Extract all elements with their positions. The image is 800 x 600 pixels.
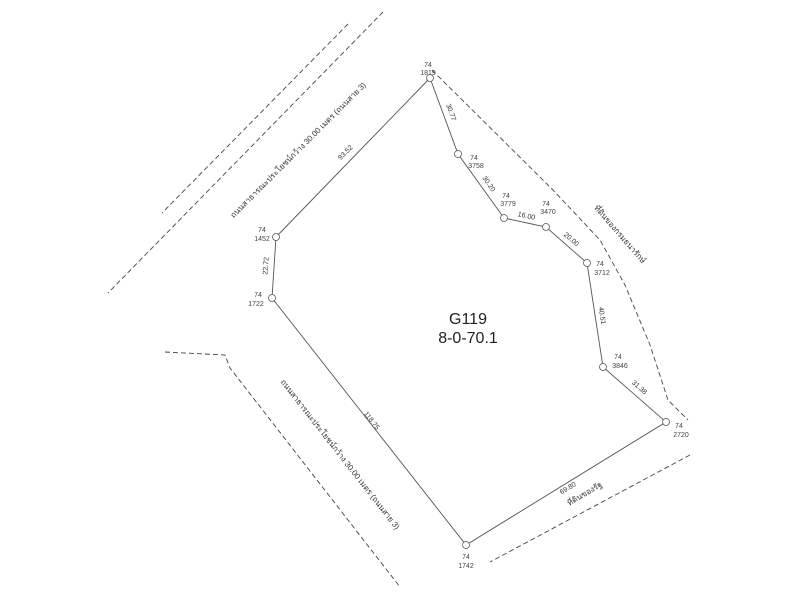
road-label-ne: ที่ดินของกรมธนารักษ์ [592, 202, 649, 265]
distance-20-00: 20.00 [562, 231, 580, 248]
marker-3758[interactable] [454, 150, 462, 158]
road-se-edge [489, 454, 691, 563]
corner-markers [268, 74, 670, 549]
point-code-1819: 74 [424, 62, 432, 69]
point-code-3846: 74 [614, 354, 622, 361]
point-code-3779: 74 [502, 193, 510, 200]
marker-1452[interactable] [272, 233, 280, 241]
point-code-3712: 74 [596, 261, 604, 268]
road-sw-edge-outer [164, 351, 401, 588]
marker-3846[interactable] [599, 363, 607, 371]
point-num-3712: 3712 [594, 270, 610, 277]
point-code-1452: 74 [258, 227, 266, 234]
distance-31-38: 31.38 [630, 379, 648, 396]
distance-labels: 30.77 30.20 16.00 20.00 40.51 31.38 69.8… [262, 103, 648, 496]
marker-1819[interactable] [426, 74, 434, 82]
marker-2720[interactable] [662, 418, 670, 426]
parcel-id: G119 [449, 311, 487, 328]
marker-3779[interactable] [500, 214, 508, 222]
distance-30-77: 30.77 [444, 103, 457, 122]
distance-118-75: 118.75 [362, 411, 380, 432]
point-code-2720: 74 [675, 423, 683, 430]
point-code-1742: 74 [462, 554, 470, 561]
distance-30-20: 30.20 [480, 175, 496, 193]
point-num-1742: 1742 [458, 563, 474, 570]
parcel-title: G119 8-0-70.1 [438, 311, 498, 347]
point-code-3470: 74 [542, 201, 550, 208]
point-num-1722: 1722 [248, 301, 264, 308]
road-nw-edge-outer [107, 11, 384, 294]
road-labels: ถนนสาธารณะประโยชน์กว้าง 30.00 เมตร (ถนนส… [228, 80, 649, 532]
distance-40-51: 40.51 [597, 307, 607, 326]
marker-3712[interactable] [583, 259, 591, 267]
road-boundaries [107, 11, 691, 588]
road-label-sw: ถนนสาธารณะประโยชน์กว้าง 30.00 เมตร (ถนนส… [279, 377, 403, 531]
marker-3470[interactable] [542, 223, 550, 231]
point-num-1452: 1452 [254, 236, 270, 243]
distance-22-72: 22.72 [262, 257, 270, 275]
point-labels: 74 1819 74 3758 74 3779 74 3470 74 3712 … [248, 62, 689, 570]
adjacent-ne-edge [431, 69, 689, 421]
point-num-3846: 3846 [612, 363, 628, 370]
point-num-3470: 3470 [540, 209, 556, 216]
marker-1722[interactable] [268, 294, 276, 302]
point-num-3779: 3779 [500, 201, 516, 208]
point-num-2720: 2720 [673, 432, 689, 439]
point-code-3758: 74 [470, 155, 478, 162]
road-nw-edge-inner [161, 23, 349, 214]
point-num-3758: 3758 [468, 163, 484, 170]
point-num-1819: 1819 [420, 70, 436, 77]
parcel-area: 8-0-70.1 [438, 330, 498, 347]
distance-16-00: 16.00 [517, 211, 536, 222]
point-code-1722: 74 [254, 292, 262, 299]
marker-1742[interactable] [462, 541, 470, 549]
